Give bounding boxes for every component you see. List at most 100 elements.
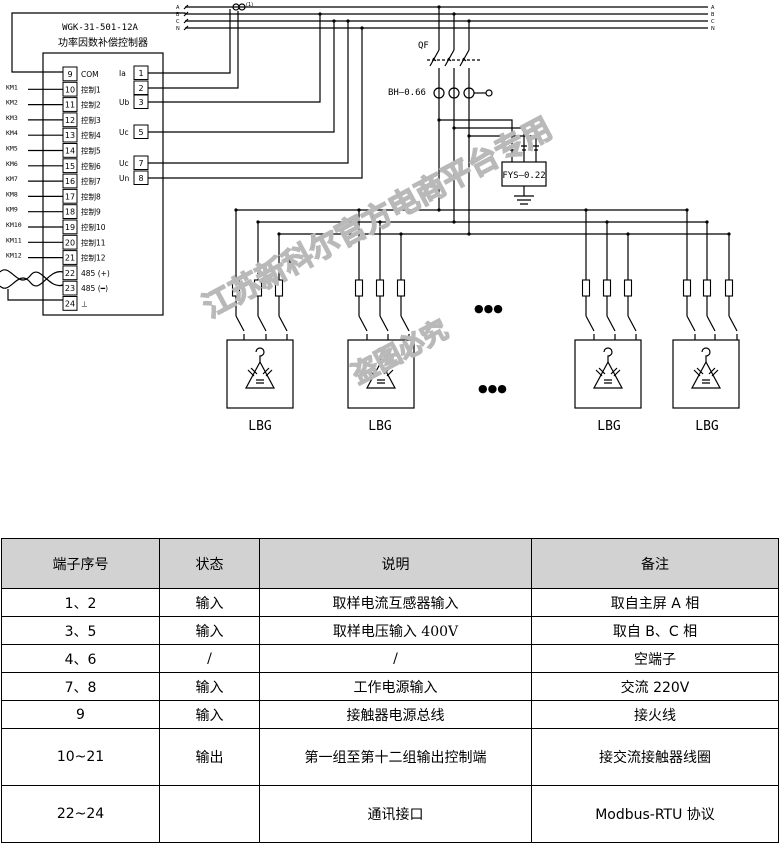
wiring-diagram: A B C N A B C N (1) WGK-31-501-12A 功率因数补… [0, 2, 740, 434]
controller-wiring [0, 9, 364, 301]
terminal-label: ⊥ [81, 300, 88, 309]
cell-number: 4、6 [1, 644, 160, 673]
terminal-number: 23 [65, 284, 75, 293]
km-label: KM1 [6, 83, 18, 91]
lbg-label: LBG [695, 419, 719, 434]
bus-label-left: B [176, 12, 180, 18]
contactor-icon [728, 315, 738, 332]
km-label: KM6 [6, 160, 18, 168]
km-label: KM7 [6, 175, 18, 183]
terminal-label: 控制6 [81, 161, 101, 171]
main-bus: A B C N A B C N (1) [176, 2, 715, 32]
contactor-icon [278, 315, 288, 332]
km-label: KM9 [6, 206, 18, 214]
terminal-label: Uc [119, 128, 129, 137]
terminal-label: 控制4 [81, 130, 101, 140]
km-label: KM10 [6, 221, 22, 229]
contactor-icon [400, 315, 410, 332]
table-header-row: 端子序号 状态 说明 备注 [1, 538, 779, 589]
cell-remark: Modbus-RTU 协议 [531, 785, 779, 843]
terminal-number: 11 [65, 101, 75, 110]
cell-description: 取样电压输入 400V [259, 616, 532, 645]
distribution-bars [236, 208, 729, 236]
fuse-icon [682, 279, 692, 297]
fuse-icon [354, 279, 364, 297]
header-description: 说明 [259, 538, 532, 589]
terminal-label: 控制3 [81, 115, 101, 125]
terminal-label: 控制8 [81, 191, 101, 201]
contactor-icon [606, 315, 616, 332]
lbg-label: LBG [597, 419, 621, 434]
cell-remark: 空端子 [531, 644, 779, 673]
terminal-number: 3 [138, 98, 143, 107]
controller-terminal: 5 Uc [119, 124, 149, 139]
table-row: 10~21 输出 第一组至第十二组输出控制端 接交流接触器线圈 [1, 728, 779, 786]
lbg-box [226, 339, 294, 409]
fuse-icon [375, 279, 385, 297]
capacitor-branch: LBG [672, 208, 740, 434]
cell-state: / [159, 644, 260, 673]
fys-label: FYS—0.22 [502, 171, 545, 181]
km-label: KM12 [6, 252, 22, 260]
km-label: KM11 [6, 236, 22, 244]
controller-name: 功率因数补偿控制器 [58, 36, 148, 49]
bus-label-right: B [711, 12, 715, 18]
terminal-label: Ia [119, 69, 126, 78]
terminal-number: 21 [65, 254, 75, 263]
terminal-number: 14 [65, 147, 75, 156]
terminal-label: 控制10 [81, 222, 106, 232]
terminal-number: 13 [65, 131, 75, 140]
table-row: 3、5 输入 取样电压输入 400V 取自 B、C 相 [1, 616, 779, 645]
ct-icon [448, 87, 460, 99]
current-transformers: BH—0.66 [388, 87, 493, 99]
controller-terminal: 15 控制6 KM6 [6, 158, 101, 174]
reactor-icon [701, 347, 711, 362]
table-row: 9 输入 接触器电源总线 接火线 [1, 700, 779, 729]
bus-label-right: C [711, 19, 715, 25]
fuse-icon [623, 279, 633, 297]
ct-icon [433, 87, 445, 99]
cell-remark: 接火线 [531, 700, 779, 729]
terminal-label: COM [81, 70, 99, 79]
cell-state: 输出 [159, 728, 260, 786]
cell-description: 接触器电源总线 [259, 700, 532, 729]
terminal-table: 端子序号 状态 说明 备注 1、2 输入 取样电流互感器输入 取自主屏 A 相 … [1, 538, 779, 843]
contactor-icon [627, 315, 637, 332]
reactor-icon [603, 347, 613, 362]
km-label: KM4 [6, 129, 18, 137]
terminal-number: 1 [138, 69, 143, 78]
terminal-label: 控制2 [81, 100, 101, 110]
controller-terminal: 24⊥ [62, 296, 88, 311]
lbg-box [574, 339, 642, 409]
bus-label-left: A [176, 5, 180, 11]
cell-description: 第一组至第十二组输出控制端 [259, 728, 532, 786]
terminal-number: 2 [138, 84, 143, 93]
capacitor-branch: LBG [347, 208, 415, 434]
terminal-number: 8 [138, 174, 143, 183]
bus-labels-right: A B C N [711, 5, 715, 32]
surge-arrester: FYS—0.22 [437, 118, 547, 205]
terminal-label: 控制12 [81, 253, 106, 263]
controller-terminal: 13 控制4 KM4 [6, 127, 101, 143]
fuse-icon [581, 279, 591, 297]
terminal-number: 16 [65, 177, 75, 186]
header-terminal-number: 端子序号 [1, 538, 160, 589]
km-label: KM8 [6, 190, 18, 198]
cell-remark: 取自 B、C 相 [531, 616, 779, 645]
ellipsis-capacitors: ●●● [478, 382, 507, 395]
contactor-icon [379, 315, 389, 332]
terminal-label: Un [119, 174, 129, 183]
contactor-icon [585, 315, 595, 332]
contactor-icon [235, 315, 245, 332]
controller-model: WGK-31-501-12A [62, 23, 138, 33]
terminal-number: 15 [65, 162, 75, 171]
terminal-number: 5 [138, 128, 143, 137]
